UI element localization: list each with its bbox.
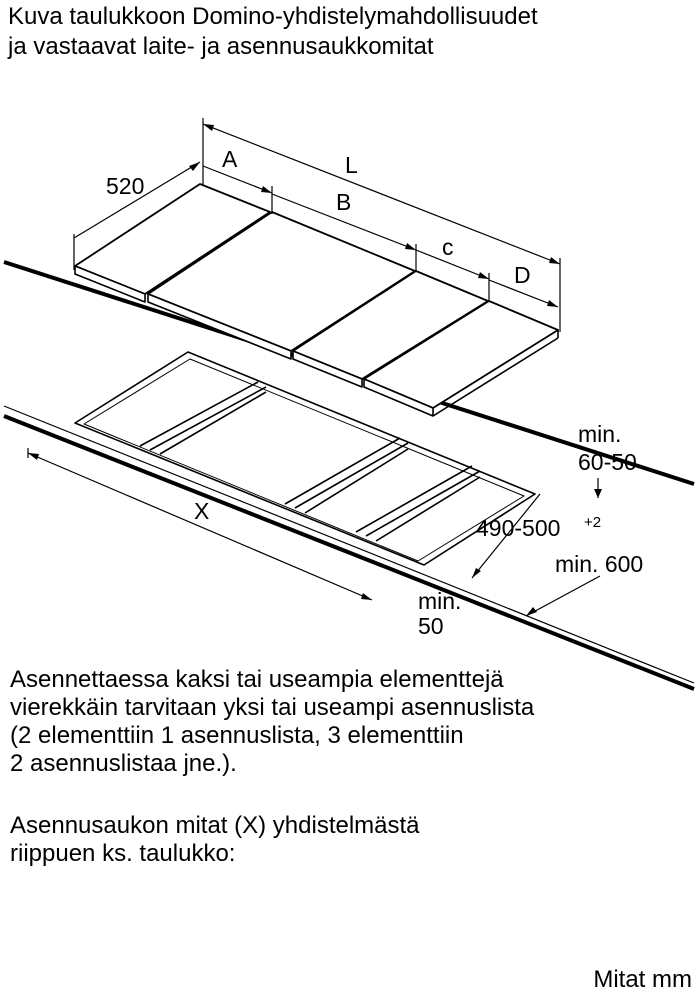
title-line: Kuva taulukkoon Domino-yhdistelymahdolli…: [8, 3, 538, 30]
reference-line: Asennusaukon mitat (X) yhdistelmästä: [10, 812, 420, 839]
note-line: Asennettaessa kaksi tai useampia element…: [10, 666, 504, 693]
note-line: (2 elementtiin 1 asennuslista, 3 element…: [10, 722, 464, 749]
dim-label-l: L: [345, 152, 358, 178]
reference-line: riippuen ks. taulukko:: [10, 840, 236, 867]
cutout-reference-note: Asennusaukon mitat (X) yhdistelmästä rii…: [10, 812, 680, 868]
dim-label-min-50: min.: [418, 588, 461, 614]
dim-label-cutout-tolerance: +2: [584, 514, 601, 531]
dim-label-cutout-depth: 490-500: [476, 515, 560, 541]
note-line: 2 asennuslistaa jne.).: [10, 750, 237, 777]
cutout-opening: [74, 351, 536, 566]
mounting-strip-3: [355, 465, 481, 542]
hob-module-c: [292, 270, 489, 388]
worktop-front-lower-edge: [3, 405, 695, 684]
page-title: Kuva taulukkoon Domino-yhdistelymahdolli…: [8, 2, 688, 62]
worktop-front-edge: [3, 414, 695, 691]
dim-label-a: A: [222, 146, 238, 172]
dim-label-min-50-value: 50: [418, 613, 444, 639]
hob-module-b: [147, 211, 416, 360]
note-line: vierekkäin tarvitaan yksi tai useampi as…: [10, 694, 535, 721]
dim-label-min-600: min. 600: [555, 551, 643, 577]
mounting-strip-1: [139, 381, 267, 455]
installation-diagram: A L B c D 520 X min. 60-50 490-500 +2 mi…: [3, 118, 695, 691]
dim-label-c: c: [442, 234, 454, 260]
dim-label-min-gap-value: 60-50: [578, 449, 637, 475]
title-line: ja vastaavat laite- ja asennusaukkomitat: [8, 33, 434, 60]
installation-note: Asennettaessa kaksi tai useampia element…: [10, 666, 680, 778]
mounting-strip-2: [284, 437, 409, 514]
dim-label-b: B: [336, 189, 351, 215]
dim-label-d: D: [514, 262, 531, 288]
dim-label-min-gap: min.: [578, 421, 621, 447]
units-note: Mitat mm: [593, 966, 692, 993]
hob-module-a: [74, 183, 271, 303]
dim-label-x: X: [194, 498, 209, 524]
hob-module-d: [363, 300, 559, 417]
dim-label-depth: 520: [106, 173, 144, 199]
